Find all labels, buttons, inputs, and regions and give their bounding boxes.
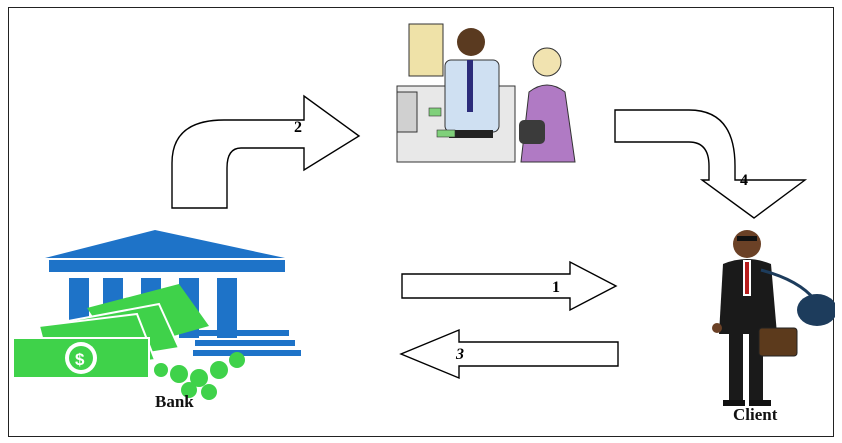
arrow-3-label: 3 xyxy=(455,346,464,363)
client-icon xyxy=(712,230,837,406)
arrow-2: 2 xyxy=(171,94,361,209)
arrow-1: 1 xyxy=(401,260,618,312)
teller-scene-icon xyxy=(396,23,576,163)
arrow-3: 3 xyxy=(399,328,619,380)
arrow-4: 4 xyxy=(614,109,808,219)
bank-label: Bank xyxy=(155,392,194,411)
arrow-1-label: 1 xyxy=(552,279,560,296)
client-label: Client xyxy=(733,405,778,424)
diagram-canvas: 2 4 1 3 $ xyxy=(12,23,837,406)
money-icon: $ xyxy=(12,284,245,400)
svg-text:$: $ xyxy=(75,350,85,369)
diagram-frame: 2 4 1 3 $ xyxy=(8,7,837,437)
arrow-2-label: 2 xyxy=(294,119,302,136)
arrow-4-label: 4 xyxy=(740,172,748,189)
